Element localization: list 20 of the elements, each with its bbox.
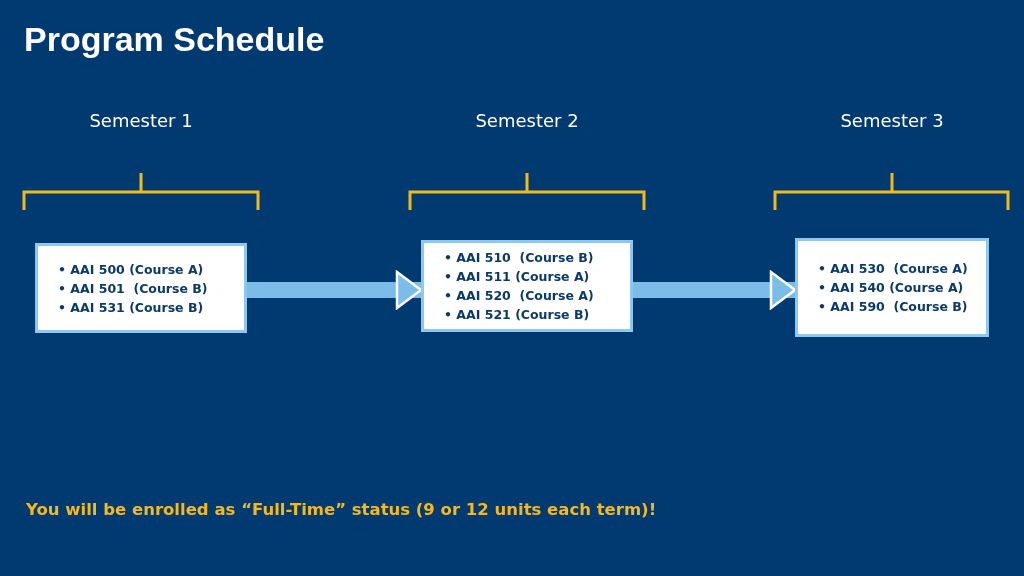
block-arrow <box>247 270 423 310</box>
block-arrow <box>633 270 797 310</box>
course-item: • AAI 501 (Course B) <box>58 279 208 298</box>
course-item: • AAI 530 (Course A) <box>818 260 968 278</box>
course-item: • AAI 540 (Course A) <box>818 279 965 297</box>
course-item: • AAI 520 (Course A) <box>444 287 594 305</box>
course-item: • AAI 521 (Course B) <box>444 306 591 324</box>
note-text: You will be enrolled as “Full-Time” status (9 or 12 units each term)! <box>26 500 657 519</box>
course-item: • AAI 510 (Course B) <box>444 249 594 267</box>
title: Program Schedule <box>24 20 325 59</box>
column-heading: Semester 2 <box>474 110 580 131</box>
course-list-box <box>795 238 989 337</box>
course-item: • AAI 531 (Course B) <box>58 298 205 317</box>
column-heading: Semester 1 <box>88 110 194 131</box>
course-item: • AAI 511 (Course A) <box>444 268 591 286</box>
course-item: • AAI 590 (Course B) <box>818 298 968 316</box>
course-list-box <box>35 243 247 333</box>
course-item: • AAI 500 (Course A) <box>58 260 205 279</box>
column-heading: Semester 3 <box>839 110 945 131</box>
course-list-box <box>421 240 633 332</box>
